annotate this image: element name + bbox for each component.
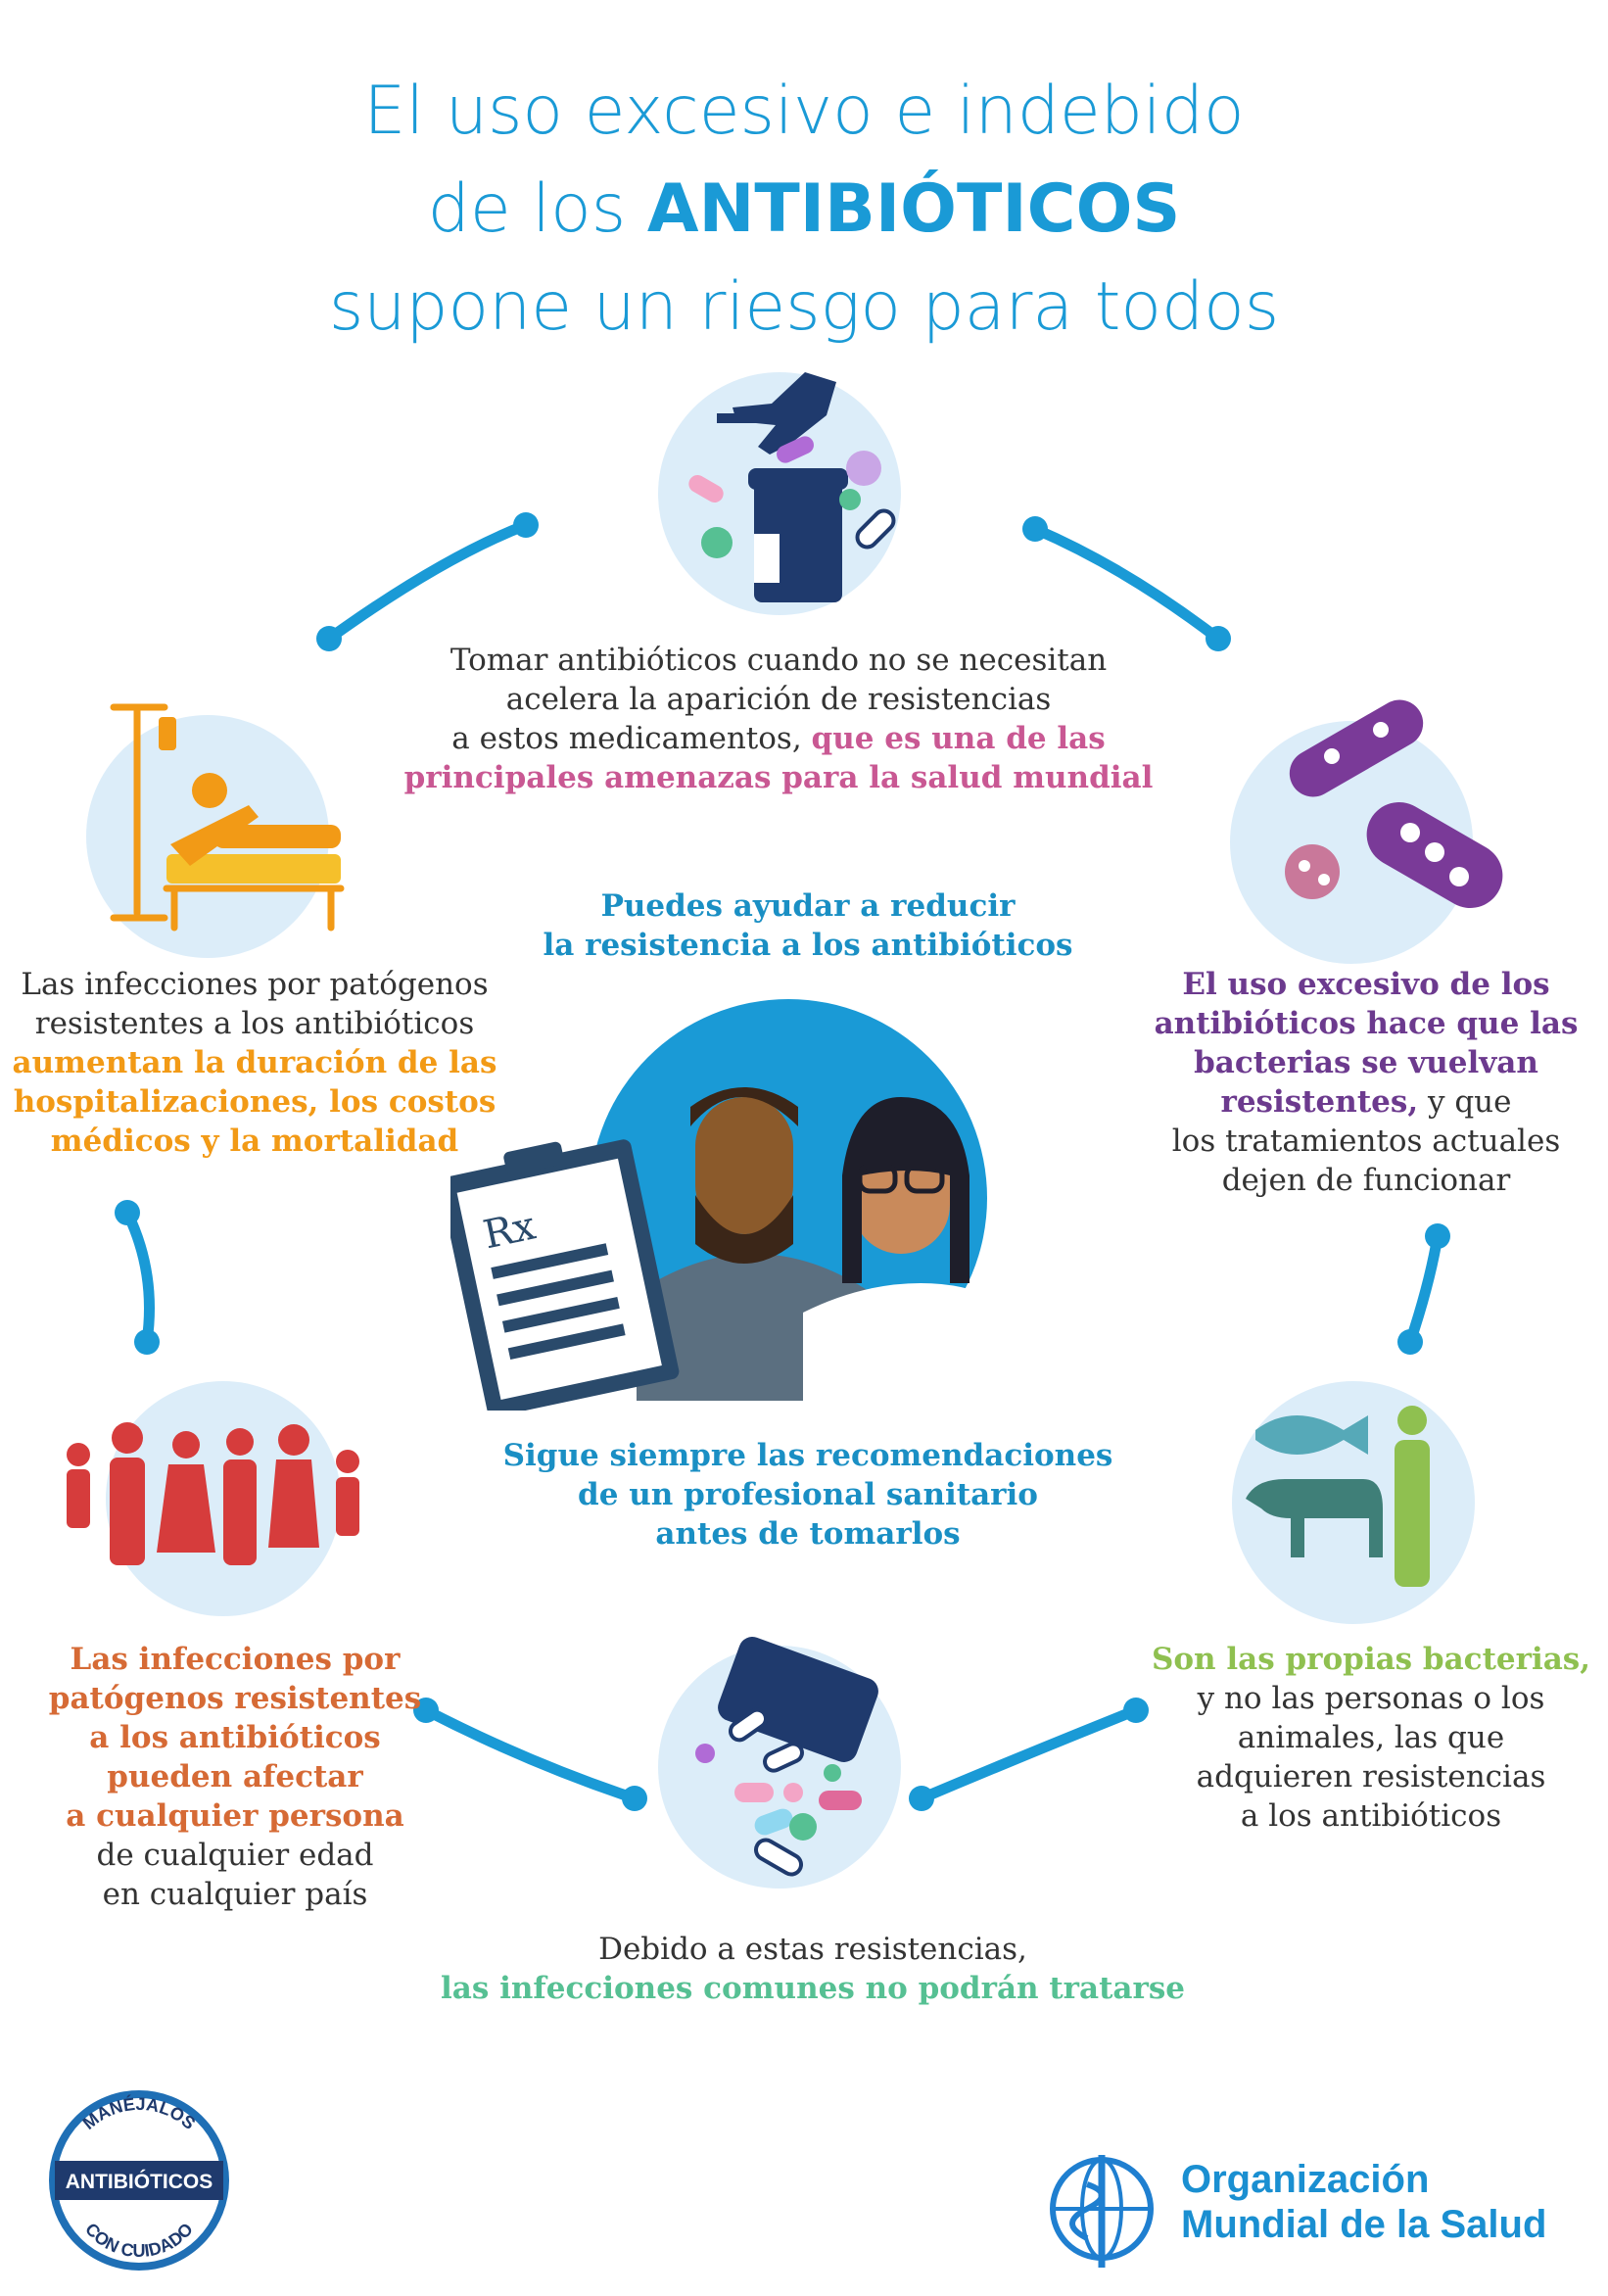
center-top-line: la resistencia a los antibióticos xyxy=(543,928,1073,963)
left-bottom-highlight: a cualquier persona xyxy=(66,1798,404,1834)
right-bottom-line: a los antibióticos xyxy=(1240,1798,1502,1834)
arc-dot xyxy=(1425,1223,1450,1249)
arc-dot xyxy=(316,626,342,651)
arc-bottom-right xyxy=(916,1704,1142,1804)
center-top-text: Puedes ayudar a reducir la resistencia a… xyxy=(490,886,1126,965)
right-bottom-text-block: Son las propias bacterias, y no las pers… xyxy=(1146,1640,1596,1836)
arc-right xyxy=(1404,1230,1443,1348)
top-text-line: a estos medicamentos, que es una de las xyxy=(372,719,1185,758)
arc-dot xyxy=(513,512,539,538)
svg-text:Rx: Rx xyxy=(480,1203,541,1258)
family-icon xyxy=(67,1422,359,1565)
arc-top-right xyxy=(1029,523,1224,645)
center-top-line: Puedes ayudar a reducir xyxy=(600,888,1016,924)
title-line-2-pre: de los xyxy=(427,170,647,248)
title-line-2: de los ANTIBIÓTICOS xyxy=(0,161,1608,259)
arc-top-left xyxy=(323,519,532,645)
center-bottom-line: de un profesional sanitario xyxy=(578,1477,1038,1512)
who-line-1: Organización xyxy=(1181,2158,1430,2201)
animals-person-icon xyxy=(1246,1406,1430,1587)
arc-dot xyxy=(413,1698,439,1723)
arc-dot xyxy=(1022,516,1048,542)
who-line-2: Mundial de la Salud xyxy=(1181,2203,1547,2246)
center-bottom-line: Sigue siempre las recomendaciones xyxy=(502,1438,1113,1473)
left-bottom-highlight: Las infecciones por xyxy=(70,1642,401,1677)
bottom-text-line: Debido a estas resistencias, xyxy=(598,1932,1027,1967)
right-bottom-line: y no las personas o los xyxy=(1197,1681,1545,1716)
left-bottom-highlight: pueden afectar xyxy=(107,1759,363,1794)
who-logo-text: Organización Mundial de la Salud xyxy=(1181,2157,1546,2247)
left-text-highlight: médicos y la mortalidad xyxy=(50,1124,459,1159)
left-text-highlight: hospitalizaciones, los costos xyxy=(13,1084,497,1120)
hospital-bed-icon xyxy=(110,703,345,932)
right-text-highlight: bacterias se vuelvan xyxy=(1194,1045,1538,1080)
right-bottom-highlight: Son las propias bacterias, xyxy=(1151,1642,1591,1677)
arc-dot xyxy=(115,1200,140,1225)
left-bottom-highlight: patógenos resistentes xyxy=(48,1681,422,1716)
title-line-2-bold: ANTIBIÓTICOS xyxy=(646,170,1181,248)
right-text-highlight: El uso excesivo de los xyxy=(1182,967,1550,1002)
right-text-plain: y que xyxy=(1418,1084,1512,1120)
arc-dot xyxy=(909,1786,934,1811)
right-text-line: dejen de funcionar xyxy=(1221,1163,1511,1198)
badge-middle-text: ANTIBIÓTICOS xyxy=(66,2170,213,2193)
doctors-icon: Rx xyxy=(450,1087,1018,1411)
right-text-line: los tratamientos actuales xyxy=(1171,1124,1561,1159)
right-text-block: El uso excesivo de los antibióticos hace… xyxy=(1136,965,1596,1200)
hand-pills-icon xyxy=(688,372,896,602)
left-text-line: resistentes a los antibióticos xyxy=(34,1006,475,1041)
left-text-block: Las infecciones por patógenos resistente… xyxy=(10,965,499,1161)
right-text-highlight: antibióticos hace que las xyxy=(1154,1006,1579,1041)
arc-dot xyxy=(1123,1698,1149,1723)
left-bottom-line: en cualquier país xyxy=(102,1877,368,1912)
spilled-pills-icon xyxy=(695,1637,878,1877)
top-text-highlight: principales amenazas para la salud mundi… xyxy=(403,760,1154,795)
arc-dot xyxy=(1206,626,1231,651)
top-text-block: Tomar antibióticos cuando no se necesita… xyxy=(372,641,1185,797)
arc-dot xyxy=(134,1329,160,1355)
title-line-3: supone un riesgo para todos xyxy=(328,268,1280,346)
title-line-1: El uso excesivo e indebido xyxy=(363,72,1245,150)
bacteria-icon xyxy=(1285,699,1503,908)
left-bottom-text-block: Las infecciones por patógenos resistente… xyxy=(20,1640,450,1914)
antibiotics-badge: MANÉJALOS ANTIBIÓTICOS CON CUIDADO xyxy=(49,2090,229,2271)
who-emblem-icon xyxy=(1050,2155,1154,2268)
bottom-text-highlight: las infecciones comunes no podrán tratar… xyxy=(440,1971,1186,2006)
left-bottom-line: de cualquier edad xyxy=(96,1838,374,1873)
center-bottom-line: antes de tomarlos xyxy=(655,1516,961,1552)
left-text-highlight: aumentan la duración de las xyxy=(12,1045,497,1080)
top-text-line: acelera la aparición de resistencias xyxy=(505,682,1052,717)
left-bottom-highlight: a los antibióticos xyxy=(89,1720,381,1755)
top-text-highlight: que es una de las xyxy=(811,721,1106,756)
center-bottom-text: Sigue siempre las recomendaciones de un … xyxy=(470,1436,1146,1554)
bottom-text-block: Debido a estas resistencias, las infecci… xyxy=(323,1930,1302,2008)
page-title: El uso excesivo e indebido de los ANTIBI… xyxy=(0,63,1608,357)
top-text-plain: a estos medicamentos, xyxy=(451,721,812,756)
right-bottom-line: animales, las que xyxy=(1237,1720,1505,1755)
left-text-line: Las infecciones por patógenos xyxy=(21,967,489,1002)
right-text-highlight: resistentes, xyxy=(1220,1084,1419,1120)
top-text-line: Tomar antibióticos cuando no se necesita… xyxy=(449,643,1108,678)
right-bottom-line: adquieren resistencias xyxy=(1196,1759,1546,1794)
arc-left xyxy=(121,1207,155,1348)
arc-dot xyxy=(1397,1329,1423,1355)
arc-dot xyxy=(622,1786,647,1811)
right-text-line: resistentes, y que xyxy=(1136,1082,1596,1122)
arc-bottom-left xyxy=(420,1704,640,1804)
